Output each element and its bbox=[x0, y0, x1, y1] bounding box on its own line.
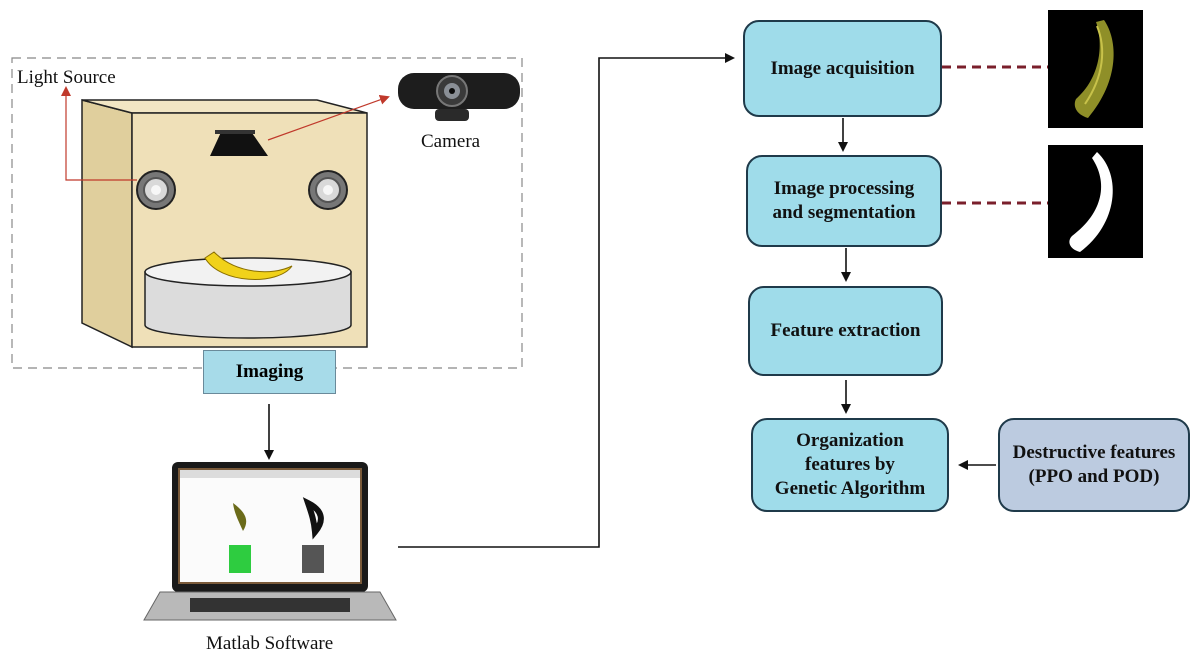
setup-frame bbox=[11, 57, 523, 369]
camera-icon bbox=[398, 73, 520, 121]
step-genetic-algorithm: Organization features by Genetic Algorit… bbox=[751, 418, 949, 512]
destructive-features-box: Destructive features (PPO and POD) bbox=[998, 418, 1190, 512]
step-feature-extraction: Feature extraction bbox=[748, 286, 943, 376]
banana-raw-thumbnail bbox=[1048, 10, 1143, 128]
banana-mask-thumbnail bbox=[1048, 145, 1143, 258]
lamp-left-icon bbox=[136, 170, 176, 210]
step-image-acquisition: Image acquisition bbox=[743, 20, 942, 117]
lamp-right-icon bbox=[308, 170, 348, 210]
imaging-box: Imaging bbox=[203, 350, 336, 394]
camera-label: Camera bbox=[421, 131, 481, 152]
laptop-icon bbox=[143, 462, 397, 621]
camera-mount bbox=[210, 130, 268, 156]
light-source-label: Light Source bbox=[17, 67, 116, 88]
banana-icon bbox=[204, 251, 293, 280]
step-image-processing: Image processing and segmentation bbox=[746, 155, 942, 247]
software-label: Matlab Software bbox=[206, 633, 334, 654]
